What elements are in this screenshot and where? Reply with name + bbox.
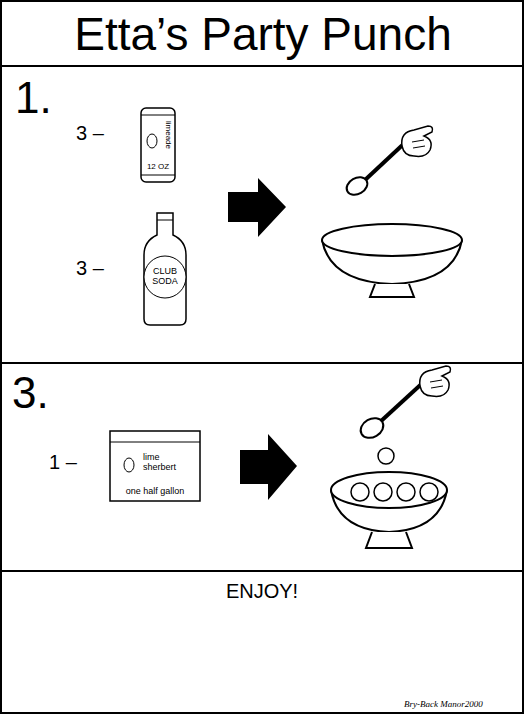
limeade-can: limeade12 OZ — [140, 107, 176, 183]
club-soda-bottle: CLUB SODA — [142, 211, 188, 327]
carton-outline — [110, 431, 200, 501]
closing-note: ENJOY! — [1, 580, 523, 603]
quantity: 3 – — [76, 122, 126, 145]
carton-lid — [110, 442, 200, 443]
enjoy-panel: ENJOY! — [1, 570, 523, 713]
spoon — [357, 414, 387, 442]
bowl-base — [366, 532, 412, 548]
sherbet-carton: lime sherbert one half gallon — [109, 430, 201, 502]
can-rim — [141, 175, 175, 176]
spoon — [343, 174, 370, 199]
sherbet-scoop — [351, 483, 369, 501]
step-number: 3. — [12, 368, 72, 419]
bowl-base — [370, 284, 414, 297]
step-number: 1. — [15, 73, 75, 124]
bottle-label — [144, 256, 186, 298]
bottle-cap — [157, 220, 173, 221]
step-panel: 1. limeade12 OZ CLUB SODA — [1, 65, 523, 362]
hand-fingers — [430, 380, 443, 388]
punch-bowl-rim — [331, 472, 447, 508]
bottle-outline — [144, 213, 186, 325]
block-arrow — [228, 178, 286, 237]
can-logo — [147, 134, 157, 148]
title: Etta’s Party Punch — [0, 8, 526, 61]
sherbet-scoop — [420, 483, 438, 501]
sherbet-scoop — [374, 483, 392, 501]
carton-logo — [124, 458, 134, 472]
hand-fingers — [412, 140, 425, 148]
step-panel: 3. lime sherbert one half gallon — [1, 362, 523, 570]
block-arrow — [240, 434, 297, 500]
can-rim — [141, 115, 175, 116]
quantity: 3 – — [76, 257, 126, 280]
watermark: Bry-Back Manor2000 — [404, 699, 524, 709]
punch-bowl-rim — [322, 224, 462, 256]
quantity: 1 – — [49, 451, 99, 474]
hand — [402, 126, 433, 156]
can-outline — [141, 108, 175, 182]
can-size: 12 OZ — [141, 162, 175, 171]
hand — [420, 366, 451, 396]
carton-size: one half gallon — [109, 486, 201, 496]
sherbet-scoop — [397, 483, 415, 501]
can-label: limeade — [164, 121, 173, 165]
bottle-label-text: CLUB SODA — [147, 266, 183, 287]
falling-scoop — [378, 448, 394, 464]
carton-label: lime sherbert — [143, 452, 189, 473]
